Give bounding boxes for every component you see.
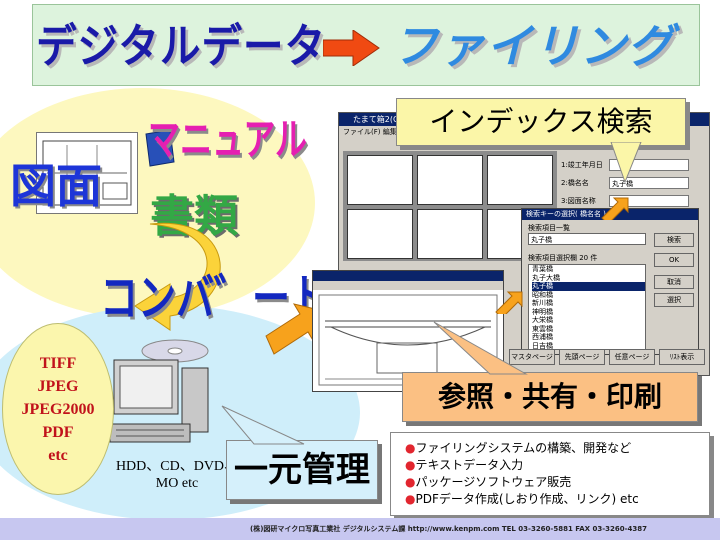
format-jpeg: JPEG	[37, 377, 79, 395]
features-box: ●ファイリングシステムの構築、開発など ●テキストデータ入力 ●パッケージソフト…	[390, 432, 710, 516]
list-item[interactable]: 神明橋	[532, 307, 553, 316]
first-page-button[interactable]: 先頭ページ	[559, 349, 605, 365]
dialog-value-field[interactable]: 丸子橋	[528, 233, 646, 245]
feature-item: ●PDFデータ作成(しおり作成、リンク) etc	[405, 492, 639, 506]
footer-contact: (株)図研マイクロ写真工業社 デジタルシステム課 http://www.kenp…	[250, 525, 647, 533]
disc-icon	[141, 339, 209, 363]
media-line-2: MO etc	[155, 476, 199, 491]
drawing-thumb-3	[487, 155, 553, 205]
drawing-thumbnail	[36, 132, 138, 214]
right-arrow-icon	[323, 30, 380, 66]
orange-pointer-icon	[601, 197, 629, 220]
callout-pointer-icon	[221, 405, 305, 445]
viewer-titlebar	[313, 271, 503, 281]
list-item[interactable]: 西浦橋	[532, 333, 553, 341]
dialog-cancel-button[interactable]: 取消	[654, 275, 694, 289]
title-digital-data: デジタルデータ	[36, 19, 326, 73]
callout-unified-management: 一元管理	[226, 440, 378, 500]
title-filing: ファイリング	[392, 19, 674, 73]
format-jpeg2000: JPEG2000	[21, 400, 95, 418]
curved-arrow-icon	[134, 222, 221, 331]
bridge-drawing-image	[318, 294, 498, 386]
computer-icon	[109, 359, 209, 443]
document-icon	[145, 129, 175, 167]
blueprint-icon	[42, 140, 132, 206]
app-menubar: ファイル(F) 編集(E)	[343, 128, 407, 136]
search-key-dialog: 検索キーの選択( 橋名名 ) 検索項目一覧 丸子橋 検索項目選択欄 20 件 青…	[521, 208, 699, 355]
any-page-button[interactable]: 任意ページ	[609, 349, 655, 365]
drawing-thumb-1	[347, 155, 413, 205]
label-manual: マニュアル	[148, 114, 308, 166]
list-item[interactable]: 新川橋	[532, 299, 553, 307]
list-item[interactable]: 大栄橋	[532, 316, 553, 324]
list-item[interactable]: 日吉橋	[532, 341, 553, 350]
media-label: HDD、CD、DVD、 MO etc	[112, 458, 242, 492]
master-page-button[interactable]: マスタページ	[509, 349, 555, 365]
label-convert: コンバ゛ート	[100, 269, 329, 327]
thumbnail-grid	[343, 151, 557, 261]
form-label-bridge: 2:橋名名	[561, 179, 589, 187]
format-pdf: PDF	[42, 423, 74, 441]
drawing-thumb-4	[347, 209, 413, 259]
feature-item: ●パッケージソフトウェア販売	[405, 475, 572, 489]
callout-pointer-icon	[610, 142, 642, 184]
list-item[interactable]: 丸子大橋	[532, 273, 560, 282]
dialog-list[interactable]: 青葉橋 丸子大橋 丸子橋 昭和橋 新川橋 神明橋 大栄橋 東雲橋 西浦橋 日吉橋	[528, 264, 646, 350]
list-item[interactable]: 青葉橋	[532, 265, 553, 273]
feature-item: ●ファイリングシステムの構築、開発など	[405, 441, 632, 455]
dialog-search-button[interactable]: 検索	[654, 233, 694, 247]
callout-reference: 参照・共有・印刷	[402, 372, 698, 422]
form-input-drawing[interactable]	[609, 195, 689, 207]
list-item[interactable]: 東雲橋	[532, 324, 553, 333]
dialog-section-label: 検索項目一覧	[528, 224, 570, 232]
format-etc: etc	[48, 446, 68, 464]
drawing-thumb-2	[417, 155, 483, 205]
callout-index-search: インデックス検索	[396, 98, 686, 146]
label-drawing: 図面	[10, 159, 102, 213]
media-line-1: HDD、CD、DVD、	[115, 459, 239, 474]
form-label-drawing: 3:図面名称	[561, 197, 596, 205]
footer-bar	[0, 518, 720, 540]
app-bottom-bar: マスタページ 先頭ページ 任意ページ ﾘｽﾄ表示	[509, 349, 705, 367]
viewer-toolbar	[313, 281, 503, 290]
list-item[interactable]: 昭和橋	[532, 290, 553, 299]
format-list: TIFF JPEG JPEG2000 PDF etc	[2, 323, 114, 495]
form-input-bridge[interactable]: 丸子橋	[609, 177, 689, 189]
dialog-select-button[interactable]: 選択	[654, 293, 694, 307]
list-view-button[interactable]: ﾘｽﾄ表示	[659, 349, 705, 365]
dialog-list-header: 検索項目選択欄 20 件	[528, 254, 598, 262]
feature-item: ●テキストデータ入力	[405, 458, 524, 472]
orange-pointer-icon	[495, 291, 523, 314]
form-label-date: 1:竣工年月日	[561, 161, 603, 169]
dialog-ok-button[interactable]: OK	[654, 253, 694, 267]
list-item[interactable]: 丸子橋	[532, 282, 645, 291]
drawing-thumb-5	[417, 209, 483, 259]
callout-pointer-icon	[433, 321, 528, 375]
format-tiff: TIFF	[39, 354, 77, 372]
